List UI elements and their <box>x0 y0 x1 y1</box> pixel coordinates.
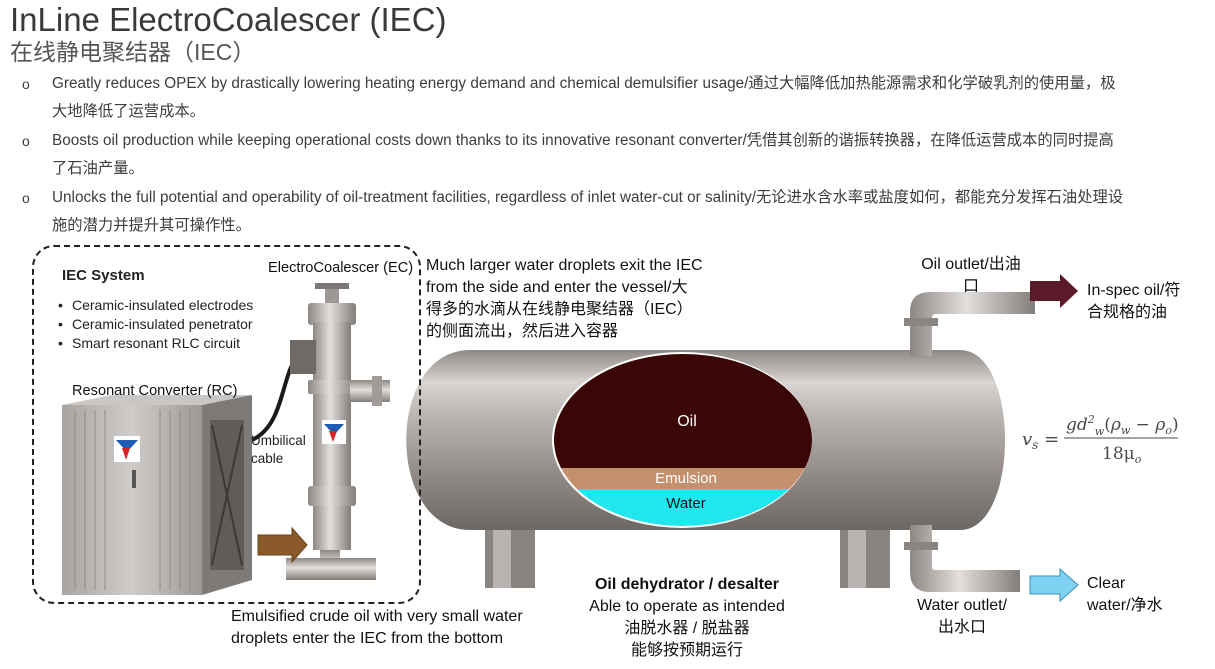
list-item: Ceramic-insulated electrodes <box>56 296 253 315</box>
note-line: Much larger water droplets exit the IEC <box>426 257 703 274</box>
umbilical-label-line: Umbilical <box>251 433 306 448</box>
list-item: Smart resonant RLC circuit <box>56 334 253 353</box>
oil-outlet-label: Oil outlet/出油 口 <box>910 254 1032 298</box>
bullet-line: Boosts oil production while keeping oper… <box>52 132 1114 149</box>
water-label: Water <box>666 495 706 512</box>
bullet-line: 施的潜力并提升其可操作性。 <box>52 217 251 234</box>
inlet-note: Emulsified crude oil with very small wat… <box>231 606 523 650</box>
formula-numerator: gd <box>1066 415 1088 435</box>
bullet-marker: o <box>22 190 30 206</box>
stokes-formula: vs = gd2w(ρw − ρo) 18μo <box>1022 413 1179 465</box>
inlet-arrow-icon <box>257 526 308 564</box>
clear-water-line: water/净水 <box>1087 597 1163 614</box>
bullet-marker: o <box>22 133 30 149</box>
droplets-exit-note: Much larger water droplets exit the IEC … <box>426 255 703 343</box>
bullet-line: 了石油产量。 <box>52 160 144 177</box>
oil-out-arrow-icon <box>1030 274 1078 308</box>
note-line: 的侧面流出，然后进入容器 <box>426 323 619 340</box>
resonant-converter-label: Resonant Converter (RC) <box>72 383 238 399</box>
water-outlet-label: Water outlet/ 出水口 <box>906 595 1018 639</box>
bullet-line: Unlocks the full potential and operabili… <box>52 189 1124 206</box>
resonant-converter-cabinet <box>62 395 252 595</box>
dehydrator-line: Able to operate as intended <box>589 598 785 615</box>
formula-lhs: v <box>1022 429 1032 450</box>
vessel-cross-section <box>554 354 812 526</box>
formula-lhs-sub: s <box>1032 438 1038 452</box>
dehydrator-line: 能够按预期运行 <box>630 642 743 659</box>
in-spec-oil-line: 合规格的油 <box>1087 304 1168 321</box>
bullet-item: o Boosts oil production while keeping op… <box>22 127 1172 183</box>
water-out-arrow-icon <box>1029 567 1079 603</box>
oil-label: Oil <box>677 413 697 430</box>
bullet-marker: o <box>22 76 30 92</box>
svg-text:gd2w(ρw − ρo): gd2w(ρw − ρo) <box>1066 413 1179 438</box>
svg-text:vs =: vs = <box>1022 429 1059 452</box>
note-line: 得多的水滴从在线静电聚结器（IEC） <box>426 301 693 318</box>
water-outlet-line: Water outlet/ <box>916 597 1008 614</box>
clear-water-line: Clear <box>1087 575 1126 592</box>
water-outlet-line: 出水口 <box>937 619 986 636</box>
dehydrator-line: 油脱水器 / 脱盐器 <box>624 620 750 637</box>
emulsion-layer <box>554 468 812 489</box>
list-item: Ceramic-insulated penetrator <box>56 315 253 334</box>
iec-system-title: IEC System <box>62 267 145 284</box>
bullet-line: Greatly reduces OPEX by drastically lowe… <box>52 75 1116 92</box>
company-logo-icon <box>114 436 140 462</box>
oil-outlet-line: 口 <box>962 278 979 295</box>
ec-label: ElectroCoalescer (EC) <box>268 260 414 276</box>
bullet-item: o Unlocks the full potential and operabi… <box>22 184 1172 240</box>
in-spec-oil-line: In-spec oil/符 <box>1087 282 1181 299</box>
clear-water-label: Clear water/净水 <box>1087 573 1163 617</box>
bullet-item: o Greatly reduces OPEX by drastically lo… <box>22 70 1172 126</box>
note-line: droplets enter the IEC from the bottom <box>231 630 504 647</box>
water-outlet-pipe <box>904 525 1020 592</box>
oil-outlet-line: Oil outlet/出油 <box>921 256 1021 273</box>
electrocoalescer-column <box>286 283 390 580</box>
page-title: InLine ElectroCoalescer (IEC) <box>10 1 447 38</box>
bullet-line: 大地降低了运营成本。 <box>52 103 205 120</box>
note-line: Emulsified crude oil with very small wat… <box>231 608 523 625</box>
iec-system-box <box>32 245 421 604</box>
dehydrator-title: Oil dehydrator / desalter <box>594 576 780 593</box>
dehydrator-caption: Oil dehydrator / desalter Able to operat… <box>572 574 802 662</box>
umbilical-label-line: cable <box>251 451 284 466</box>
emulsion-label: Emulsion <box>655 470 717 487</box>
formula-denominator: 18μ <box>1102 444 1135 464</box>
iec-system-list: Ceramic-insulated electrodes Ceramic-ins… <box>56 296 253 353</box>
page-subtitle: 在线静电聚结器（IEC） <box>10 39 256 65</box>
in-spec-oil-label: In-spec oil/符 合规格的油 <box>1087 280 1180 324</box>
umbilical-label: Umbilical cable <box>251 432 306 468</box>
company-logo-icon <box>322 420 346 444</box>
note-line: from the side and enter the vessel/大 <box>426 279 688 296</box>
svg-text:18μo: 18μo <box>1102 444 1142 465</box>
oil-outlet-pipe <box>904 292 1035 356</box>
